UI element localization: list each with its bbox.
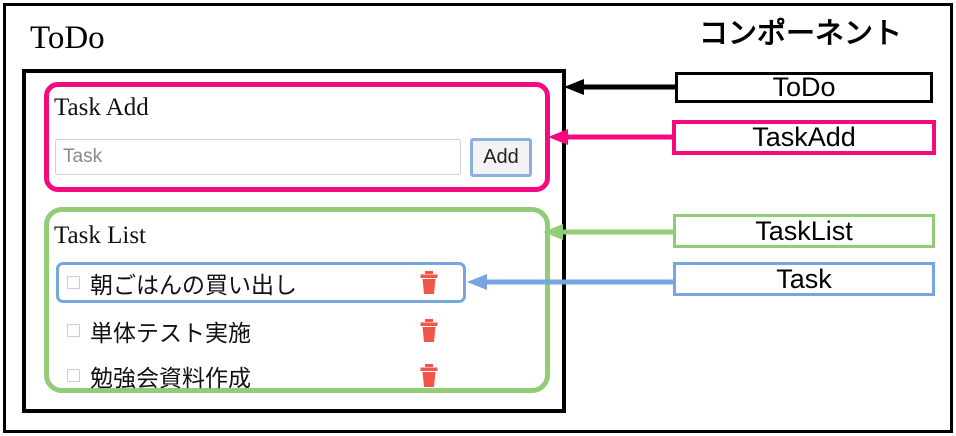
task-add-heading: Task Add — [54, 94, 149, 121]
task-input[interactable] — [55, 139, 461, 175]
legend-heading: コンポーネント — [699, 18, 903, 50]
page-title: ToDo — [30, 20, 105, 56]
trash-icon[interactable] — [419, 270, 439, 295]
trash-icon[interactable] — [419, 318, 439, 343]
legend-item-tasklist[interactable]: TaskList — [673, 214, 935, 248]
connector-taskadd — [548, 129, 672, 145]
legend-item-todo[interactable]: ToDo — [675, 72, 933, 103]
trash-icon[interactable] — [419, 363, 439, 388]
connector-tasklist — [543, 224, 673, 240]
task-checkbox[interactable] — [67, 276, 80, 289]
task-row[interactable]: 朝ごはんの買い出し — [56, 262, 466, 303]
task-row[interactable]: 単体テスト実施 — [56, 310, 466, 351]
legend-item-task[interactable]: Task — [673, 262, 935, 296]
task-checkbox[interactable] — [67, 324, 80, 337]
task-checkbox[interactable] — [67, 369, 80, 382]
task-label: 単体テスト実施 — [90, 320, 251, 346]
connector-todo — [564, 79, 675, 95]
task-row[interactable]: 勉強会資料作成 — [56, 355, 466, 396]
connector-task — [467, 274, 673, 290]
task-label: 朝ごはんの買い出し — [90, 272, 297, 298]
task-label: 勉強会資料作成 — [90, 365, 251, 391]
outer-border — [3, 3, 953, 433]
legend-item-taskadd[interactable]: TaskAdd — [672, 120, 936, 155]
task-list-heading: Task List — [54, 222, 146, 249]
add-task-button[interactable]: Add — [470, 138, 532, 177]
